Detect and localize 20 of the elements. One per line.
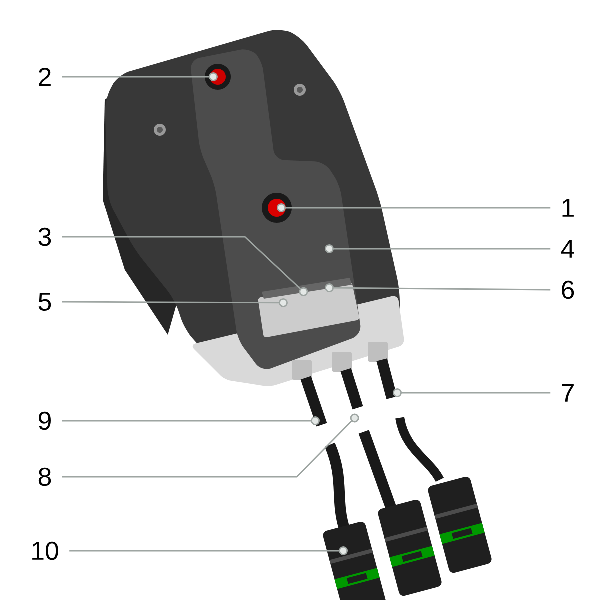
leader-line — [325, 244, 551, 254]
leader-line — [393, 388, 551, 398]
leader-line — [70, 546, 348, 556]
callout-number: 2 — [39, 68, 51, 86]
leader-line — [62, 298, 288, 308]
leader-line — [325, 284, 551, 293]
callout-number: 8 — [38, 468, 52, 486]
callout-number: 3 — [38, 228, 52, 246]
callout-number: 1 — [562, 199, 574, 217]
callout-number: 4 — [561, 240, 574, 258]
leader-line — [62, 72, 218, 82]
leader-line — [62, 414, 360, 478]
callout-number: 10 — [32, 542, 58, 560]
callout-number: 5 — [38, 292, 52, 312]
callout-number: 6 — [562, 280, 574, 300]
callout-number: 9 — [39, 412, 51, 430]
leader-line — [62, 416, 320, 426]
leader-line — [277, 204, 551, 212]
callout-number: 7 — [562, 384, 574, 402]
leader-line — [62, 236, 308, 296]
